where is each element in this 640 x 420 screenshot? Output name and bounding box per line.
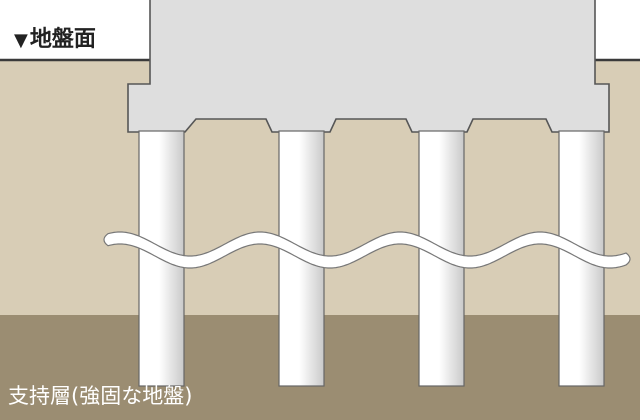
bearing-layer-label: 支持層(強固な地盤) xyxy=(8,384,193,408)
soil-improvement-wave xyxy=(103,231,631,269)
triangle-marker-icon: ▼ xyxy=(14,30,28,51)
ground-surface-text: 地盤面 xyxy=(29,27,96,52)
building-footing xyxy=(127,0,610,133)
ground-surface-label: ▼地盤面 xyxy=(14,29,96,51)
